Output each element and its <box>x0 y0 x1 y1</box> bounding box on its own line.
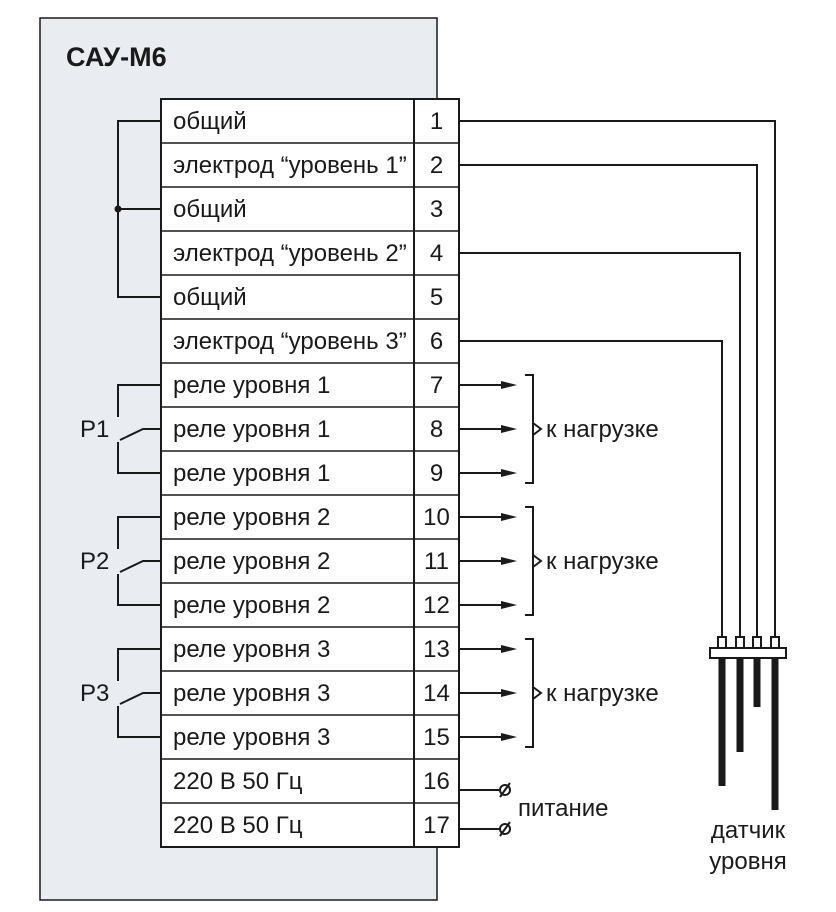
terminal-row-4: электрод “уровень 2” 4 <box>161 230 459 267</box>
terminal-row-11: реле уровня 2 11 <box>161 538 459 575</box>
load-outputs: к нагрузке к нагрузке к нагрузке <box>459 374 659 748</box>
terminal-number: 11 <box>424 548 449 575</box>
terminal-label: электрод “уровень 2” <box>173 240 407 267</box>
terminal-label: реле уровня 2 <box>173 504 330 531</box>
terminal-row-2: электрод “уровень 1” 2 <box>161 142 459 179</box>
terminal-number: 6 <box>430 328 443 355</box>
power-terminal-17 <box>459 821 511 837</box>
load-bracket <box>525 638 534 748</box>
terminal-row-12: реле уровня 2 12 <box>161 582 459 619</box>
terminal-label: реле уровня 1 <box>173 460 330 487</box>
terminal-row-3: общий 3 <box>161 186 459 223</box>
load-bracket <box>525 506 534 616</box>
terminal-row-16: 220 В 50 Гц 16 <box>161 758 459 795</box>
load-bracket <box>525 374 534 484</box>
terminal-row-9: реле уровня 1 9 <box>161 450 459 487</box>
terminal-number: 12 <box>423 592 450 619</box>
terminal-label: реле уровня 3 <box>173 636 330 663</box>
terminal-number: 10 <box>423 504 450 531</box>
output-arrow <box>501 601 517 609</box>
sensor-electrodes <box>718 658 779 810</box>
load-bracket-tip <box>532 554 543 568</box>
terminal-block: общий 1 электрод “уровень 1” 2 общий 3 электро… <box>160 98 460 848</box>
terminal-number: 13 <box>423 636 450 663</box>
output-arrow <box>501 381 517 389</box>
terminal-label: общий <box>173 196 247 223</box>
output-arrow <box>501 733 517 741</box>
output-arrow <box>501 645 517 653</box>
load-output-group-3: к нагрузке <box>459 638 659 748</box>
output-arrow <box>501 689 517 697</box>
terminal-label: 220 В 50 Гц <box>173 768 303 795</box>
terminal-row-7: реле уровня 1 7 <box>161 362 459 399</box>
electrode-wires <box>459 120 776 640</box>
relay-name: Р1 <box>80 416 109 443</box>
terminal-number: 17 <box>423 812 450 839</box>
output-arrow <box>501 425 517 433</box>
power-supply: питание <box>459 782 608 837</box>
terminal-row-8: реле уровня 1 8 <box>161 406 459 443</box>
common-bus-junction <box>114 205 122 213</box>
terminal-row-10: реле уровня 2 10 <box>161 494 459 531</box>
output-arrow <box>501 469 517 477</box>
terminal-label: реле уровня 2 <box>173 548 330 575</box>
terminal-label: 220 В 50 Гц <box>173 812 303 839</box>
terminal-label: общий <box>173 284 247 311</box>
terminal-row-14: реле уровня 3 14 <box>161 670 459 707</box>
output-arrow <box>501 557 517 565</box>
terminal-row-13: реле уровня 3 13 <box>161 626 459 663</box>
load-label: к нагрузке <box>546 548 659 575</box>
terminal-row-5: общий 5 <box>161 274 459 311</box>
terminal-number: 8 <box>430 416 443 443</box>
load-output-group-2: к нагрузке <box>459 506 659 616</box>
terminal-number: 5 <box>430 284 443 311</box>
relay-name: Р2 <box>80 548 109 575</box>
output-arrow <box>501 513 517 521</box>
load-bracket-tip <box>532 686 543 700</box>
relay-name: Р3 <box>80 680 109 707</box>
terminal-label: реле уровня 3 <box>173 724 330 751</box>
terminal-row-17: 220 В 50 Гц 17 <box>161 802 459 839</box>
terminal-label: реле уровня 1 <box>173 416 330 443</box>
terminal-row-6: электрод “уровень 3” 6 <box>161 318 459 355</box>
load-output-group-1: к нагрузке <box>459 374 659 484</box>
sensor-label-line1: датчик <box>711 817 786 844</box>
power-terminal-16 <box>459 782 511 798</box>
load-label: к нагрузке <box>546 416 659 443</box>
terminal-number: 4 <box>430 240 443 267</box>
terminal-label: реле уровня 2 <box>173 592 330 619</box>
terminal-row-15: реле уровня 3 15 <box>161 714 459 751</box>
terminal-label: общий <box>173 108 247 135</box>
terminal-number: 1 <box>430 108 443 135</box>
terminal-number: 15 <box>423 724 450 751</box>
terminal-row-1: общий 1 <box>173 108 443 135</box>
device-title: САУ-М6 <box>66 42 167 72</box>
terminal-block-frame <box>160 98 460 848</box>
terminal-number: 7 <box>430 372 443 399</box>
load-bracket-tip <box>532 422 543 436</box>
terminal-number: 16 <box>423 768 450 795</box>
power-label: питание <box>518 795 608 822</box>
relay-contact-2: Р2 <box>80 516 161 606</box>
relay-contact-1: Р1 <box>80 384 161 474</box>
terminal-number: 3 <box>430 196 443 223</box>
relay-contact-3: Р3 <box>80 648 161 738</box>
load-label: к нагрузке <box>546 680 659 707</box>
terminal-number: 2 <box>430 152 443 179</box>
terminal-label: электрод “уровень 1” <box>173 152 407 179</box>
terminal-label: реле уровня 1 <box>173 372 330 399</box>
terminal-number: 9 <box>430 460 443 487</box>
level-sensor: датчик уровня <box>709 636 787 875</box>
sensor-mount-bar <box>709 647 787 659</box>
sensor-label-line2: уровня <box>709 848 786 875</box>
terminal-label: реле уровня 3 <box>173 680 330 707</box>
terminal-number: 14 <box>423 680 450 707</box>
terminal-label: электрод “уровень 3” <box>173 328 407 355</box>
